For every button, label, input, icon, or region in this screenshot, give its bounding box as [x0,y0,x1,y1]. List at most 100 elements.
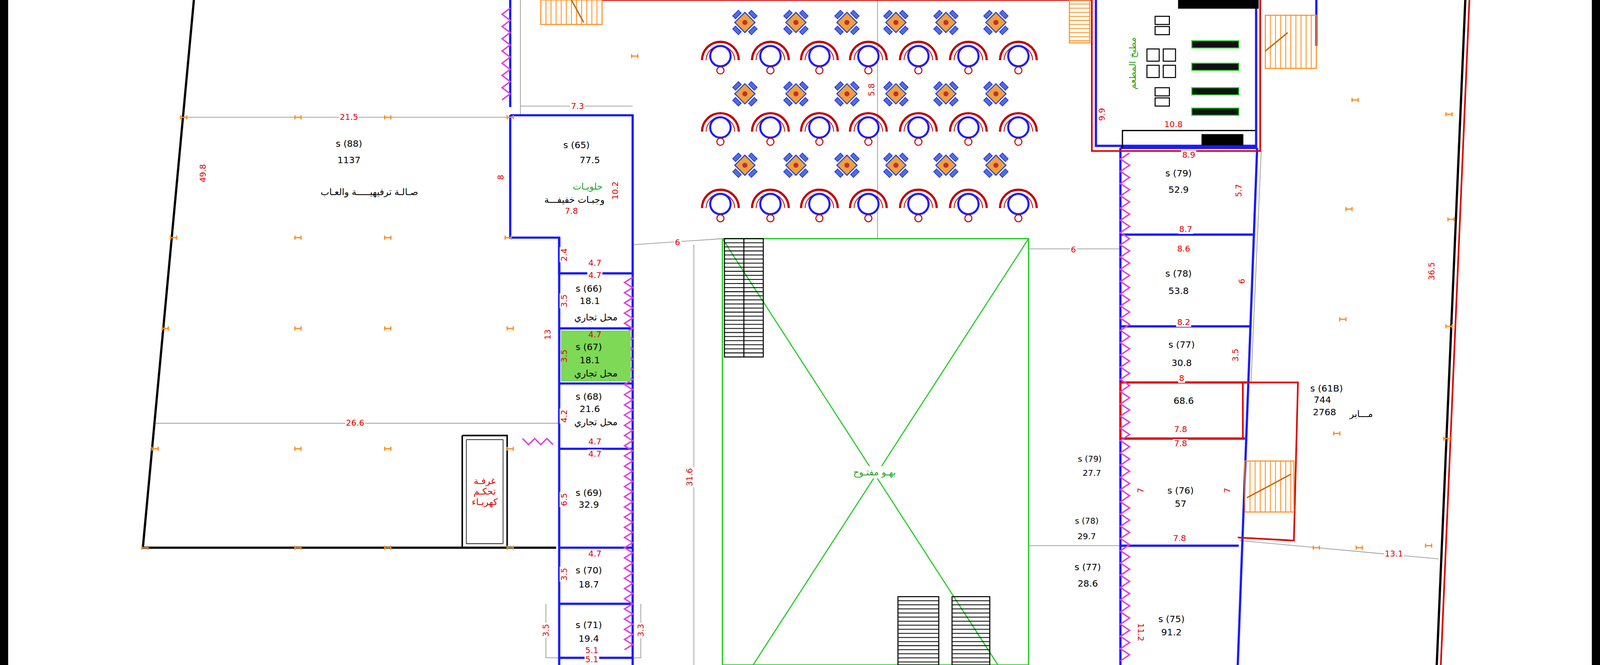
room-label: 744 [1313,394,1331,406]
stair-tread [596,0,598,25]
room-label: غرفـة تحكـم كهربـاء [464,476,505,508]
marker-stroke [1357,98,1359,103]
stair-tread [951,600,990,602]
dimension-label: 4.7 [587,258,603,268]
stair-tread [1069,11,1091,13]
marker-stroke [384,446,386,452]
dimension-label: 4.7 [587,449,603,459]
dimension-label: 8.2 [1176,317,1192,328]
room-label: وجبـات خفيفـــة [544,194,605,206]
stair-tread [555,0,557,25]
stair-tread [951,653,990,655]
stair-tread [898,612,939,614]
room-label: 18.1 [579,295,601,307]
room-label: 1137 [337,155,361,166]
booth-table [701,41,739,74]
table-centre [992,161,1000,170]
marker-stroke [1451,324,1453,329]
dimension-label: 7.8 [1173,439,1189,449]
table-centre [843,161,851,170]
stair-tread [898,629,939,631]
booth-table [950,189,988,222]
room-label: s (61B) [1310,383,1344,395]
stair [724,238,764,358]
dimension-label: 10.8 [1163,119,1184,130]
marker-stroke [390,235,392,240]
table-centre [892,161,900,170]
room-label: s (67) [575,341,603,353]
round-table [809,117,830,138]
dimension-label: 4.2 [559,408,569,424]
frame-bar [0,0,9,665]
round-table [760,46,781,67]
room-label: 57 [1174,498,1187,510]
column-marker [295,446,302,452]
marker-stroke [1345,208,1352,210]
table-top [985,83,1006,104]
column-marker [1333,431,1340,437]
kitchen-equipment [1178,0,1259,9]
stair-tread [1290,461,1292,513]
stair-tread [898,625,939,627]
dimension-label: 10.2 [610,180,620,201]
dimension-label: 36.5 [1427,261,1437,282]
table-centre [992,90,1000,98]
marker-stroke [1425,545,1432,547]
marker-stroke [151,446,153,452]
stool [864,214,873,223]
room-label: 30.8 [1171,358,1192,369]
marker-stroke [512,115,515,120]
marker-stroke [300,545,302,551]
room-label: s (70) [575,565,603,576]
room-label: 53.8 [1168,285,1190,297]
marker-stroke [631,54,633,59]
wall [1237,147,1258,665]
dimension-label: 4.7 [587,330,603,340]
stair-tread [1295,15,1297,69]
marker-stroke [295,327,302,330]
stool [766,67,775,75]
marker-stroke [167,326,170,331]
dining-table [927,75,965,113]
stair-tread [566,0,567,25]
room-label: s (69) [575,487,603,499]
room-label: s (78) [1165,268,1192,279]
column-marker [141,545,148,551]
stair-outline [1069,0,1091,43]
booth-table [701,189,739,222]
booth-table [752,41,790,74]
room-label: s (76) [1167,485,1195,497]
stool [914,138,923,146]
dimension-label: 3.5 [541,623,551,639]
red-line [1237,382,1299,541]
kitchen-equipment [1201,134,1243,145]
kitchen-equipment [1191,63,1239,71]
dimension-label: 7.8 [1173,425,1189,435]
room: s (66)18.1محل تجاري [559,273,633,329]
stair-tread [1069,24,1091,26]
room-label: 91.2 [1161,627,1182,639]
stair-tread [951,633,990,635]
stair-tread [898,604,939,606]
stair-tread [591,0,593,25]
dining-table [726,146,764,184]
area-label: 29.7 [1076,532,1097,542]
dining-table [877,3,915,42]
kitchen-equipment [1147,65,1160,78]
wall [631,273,634,665]
stool [815,138,824,146]
stool [766,138,775,146]
table-centre [892,90,900,98]
stool [1014,214,1023,223]
booth-table [752,113,790,146]
round-table [908,193,929,215]
outer-wall [1436,0,1466,665]
marker-stroke [390,545,392,551]
stair-tread [1069,3,1091,5]
booth-table [899,189,937,222]
marker-stroke [1333,431,1335,437]
stair-tread [1275,461,1277,513]
dining-table [877,146,915,184]
marker-stroke [512,446,515,452]
round-table [858,193,879,215]
